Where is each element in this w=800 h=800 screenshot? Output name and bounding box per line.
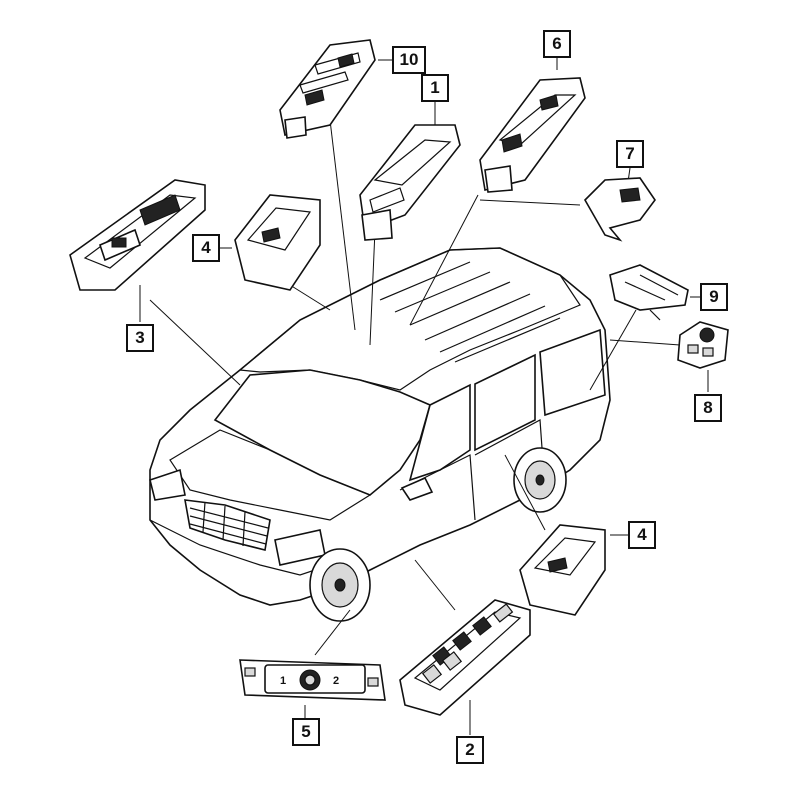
callout-4-lower: 4 <box>628 521 656 549</box>
callout-3: 3 <box>126 324 154 352</box>
sliding-door-window <box>474 353 536 452</box>
side-mirror <box>400 476 434 501</box>
switch5-mark-1: 1 <box>280 675 286 687</box>
callout-2: 2 <box>456 736 484 764</box>
callout-1: 1 <box>421 74 449 102</box>
callout-5: 5 <box>292 718 320 746</box>
rear-wheel <box>513 447 567 513</box>
part-1-switch <box>359 124 461 241</box>
part-10-switch <box>279 39 376 139</box>
front-grille <box>184 499 271 551</box>
part-7-trim-bezel <box>584 177 656 242</box>
roof-rails <box>379 261 561 363</box>
part-8-switch <box>677 321 729 369</box>
part-9-trim-panel <box>609 264 689 321</box>
left-headlight <box>149 468 186 501</box>
van-hood <box>169 429 372 521</box>
front-wheel <box>309 548 371 622</box>
part-5-switch-bank: 1 2 <box>239 659 386 701</box>
switch5-mark-2: 2 <box>333 675 339 687</box>
rear-quarter-window <box>539 328 606 417</box>
callout-9: 9 <box>700 283 728 311</box>
part-6-switch <box>479 77 586 193</box>
callout-8: 8 <box>694 394 722 422</box>
part-3-switch-bezel <box>69 179 206 291</box>
callout-7: 7 <box>616 140 644 168</box>
part-2-master-window-switch <box>399 599 531 716</box>
leader-lines <box>139 58 709 735</box>
part-4-lower-switch <box>519 524 606 616</box>
front-door-window <box>408 383 471 482</box>
minivan-illustration <box>149 247 611 622</box>
callout-4-upper: 4 <box>192 234 220 262</box>
callout-10: 10 <box>392 46 426 74</box>
callout-6: 6 <box>543 30 571 58</box>
part-4-upper-switch <box>234 194 321 291</box>
